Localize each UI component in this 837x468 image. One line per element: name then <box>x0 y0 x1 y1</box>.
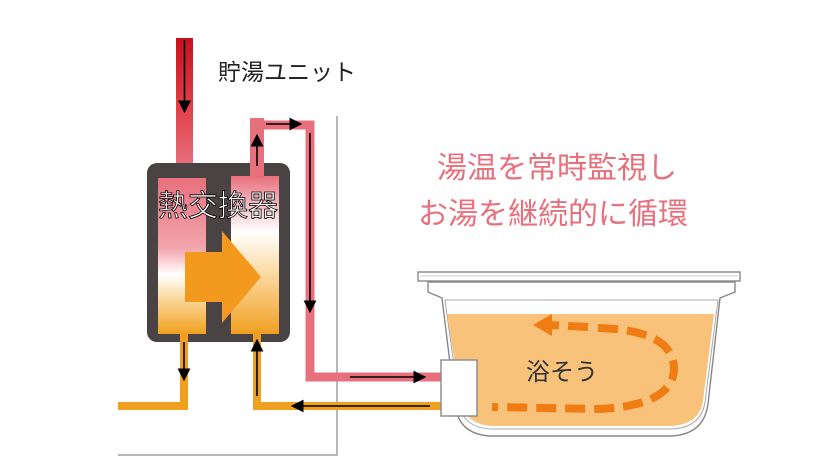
bath-water <box>447 314 714 426</box>
circulation-flow-path <box>491 324 679 414</box>
circulation-arrowhead <box>533 314 552 336</box>
circulation-flow-upper <box>549 321 589 331</box>
heat-transfer-arrow <box>185 231 261 323</box>
bathtub-label: 浴そう <box>526 358 598 386</box>
storage-unit-label: 貯湯ユニット <box>218 60 356 86</box>
caption-line-2: お湯を継続的に循環 <box>418 197 688 232</box>
heat-exchanger-label: 熱交換器 <box>158 189 278 224</box>
bath-return-pipe <box>253 332 446 410</box>
storage-unit-boundary <box>118 116 338 456</box>
bathtub-rim <box>417 271 741 282</box>
caption-line-1: 湯温を常時監視し <box>437 151 677 186</box>
exchanger-cold-outlet-pipe <box>118 334 188 410</box>
bath-adapter <box>440 359 478 417</box>
